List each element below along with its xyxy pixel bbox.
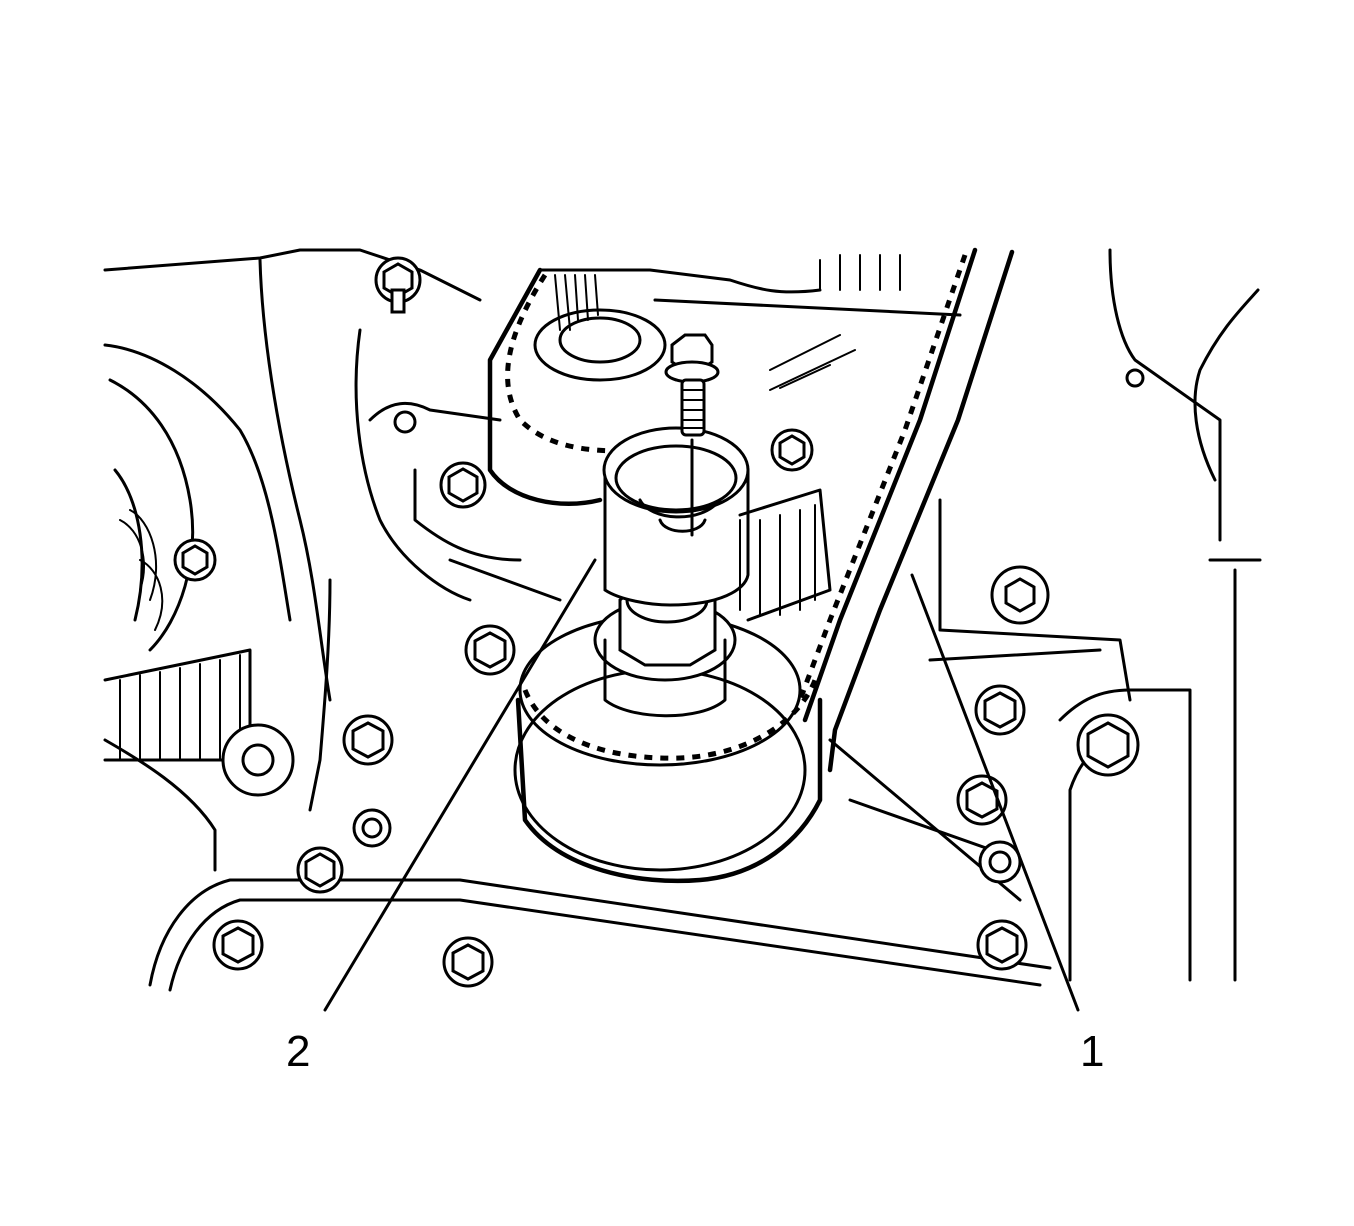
callout-2-leader: [323, 558, 597, 1012]
callout-label-1: 1: [1080, 1027, 1105, 1076]
callout-1-leader: [910, 573, 1080, 1012]
callout-label-2: 2: [286, 1027, 311, 1076]
tensioner-pulley: [513, 426, 832, 884]
timing-belt: [797, 247, 1015, 773]
upper-idler-pulley: [487, 254, 962, 506]
locating-bolt: [664, 333, 720, 537]
bolts: [173, 256, 1145, 988]
left-components: [103, 378, 295, 797]
